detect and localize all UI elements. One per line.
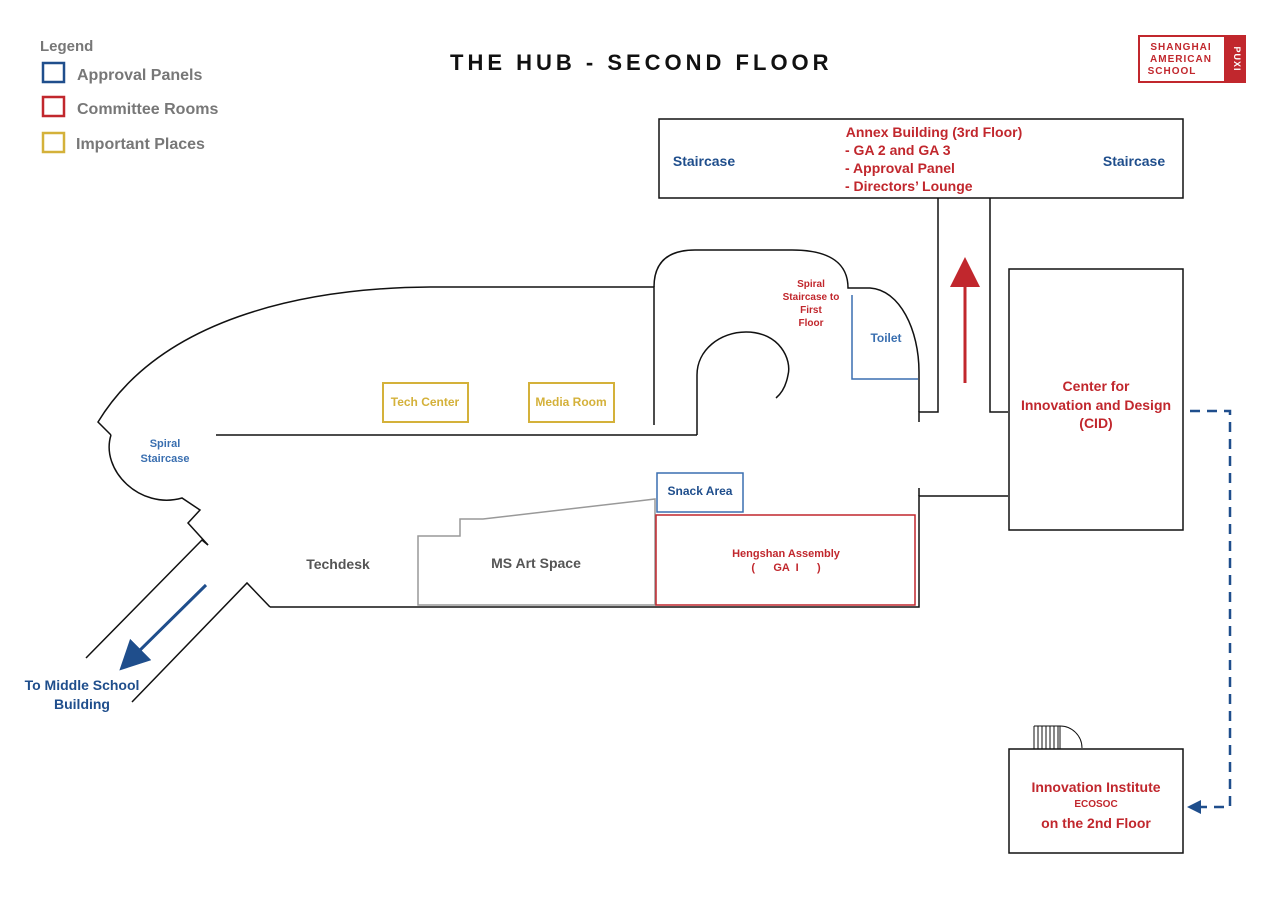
page-title: THE HUB - SECOND FLOOR — [450, 50, 833, 75]
ms-art-space-label: MS Art Space — [491, 555, 581, 571]
cid-building — [1008, 268, 1184, 531]
toilet-wall — [851, 295, 918, 380]
innovation-title: Innovation Institute — [1031, 779, 1160, 795]
legend-swatch-important-places — [41, 131, 66, 154]
spiral-first-line-1: Spiral — [797, 279, 825, 290]
legend-heading: Legend — [40, 38, 93, 55]
snack-area-box — [656, 472, 744, 513]
media-room-label: Media Room — [535, 395, 606, 409]
legend-label-committee-rooms: Committee Rooms — [77, 101, 218, 118]
spiral-left-line-2: Staircase — [141, 453, 190, 465]
innovation-institute-building — [1008, 748, 1184, 854]
techdesk-label: Techdesk — [306, 556, 370, 572]
school-logo: SHANGHAI AMERICAN SCHOOL PUXI — [1138, 35, 1246, 83]
cid-line-2: Innovation and Design — [1021, 397, 1171, 413]
spiral-first-line-3: First — [800, 305, 822, 316]
annex-item-approval: - Approval Panel — [845, 160, 955, 176]
annex-building — [658, 118, 1184, 199]
hengshan-assembly-box — [655, 514, 916, 606]
middle-school-line-1: To Middle School — [25, 677, 140, 693]
toilet-label: Toilet — [870, 331, 901, 345]
media-room-box — [528, 382, 615, 423]
innovation-floor: on the 2nd Floor — [1041, 815, 1151, 831]
cid-line-3: (CID) — [1079, 415, 1112, 431]
tech-center-label: Tech Center — [391, 395, 460, 409]
spiral-first-line-4: Floor — [799, 318, 824, 329]
middle-school-line-2: Building — [54, 696, 110, 712]
annex-item-lounge: - Directors’ Lounge — [845, 178, 973, 194]
logo-line-1: SHANGHAI — [1150, 42, 1211, 53]
hengshan-line-1: Hengshan Assembly — [732, 548, 841, 560]
hengshan-line-2: ( GA I ) — [751, 562, 821, 574]
route-arrowhead — [1187, 800, 1201, 814]
annex-title: Annex Building (3rd Floor) — [846, 124, 1023, 140]
snack-area-label: Snack Area — [668, 484, 733, 498]
logo-side-text: PUXI — [1232, 46, 1242, 71]
innovation-stair-icon — [1033, 725, 1083, 749]
route-to-innovation-institute — [1190, 409, 1232, 809]
spiral-left-line-1: Spiral — [150, 438, 181, 450]
annex-item-ga: - GA 2 and GA 3 — [845, 142, 951, 158]
ms-art-space-outline — [417, 498, 656, 606]
cid-line-1: Center for — [1063, 378, 1130, 394]
annex-corridor — [918, 198, 1008, 422]
main-building-walls — [85, 249, 1008, 703]
innovation-sub: ECOSOC — [1074, 799, 1117, 810]
legend-label-important-places: Important Places — [76, 136, 205, 153]
legend-swatch-approval-panels — [41, 61, 66, 84]
annex-staircase-right: Staircase — [1103, 153, 1165, 169]
annex-staircase-left: Staircase — [673, 153, 735, 169]
arrow-to-middle-school — [119, 583, 208, 671]
legend-swatch-committee-rooms — [41, 95, 66, 118]
tech-center-box — [382, 382, 469, 423]
logo-line-2: AMERICAN — [1150, 54, 1212, 65]
logo-line-3: SCHOOL — [1148, 66, 1197, 77]
spiral-first-line-2: Staircase to — [783, 292, 840, 303]
legend-label-approval-panels: Approval Panels — [77, 67, 202, 84]
